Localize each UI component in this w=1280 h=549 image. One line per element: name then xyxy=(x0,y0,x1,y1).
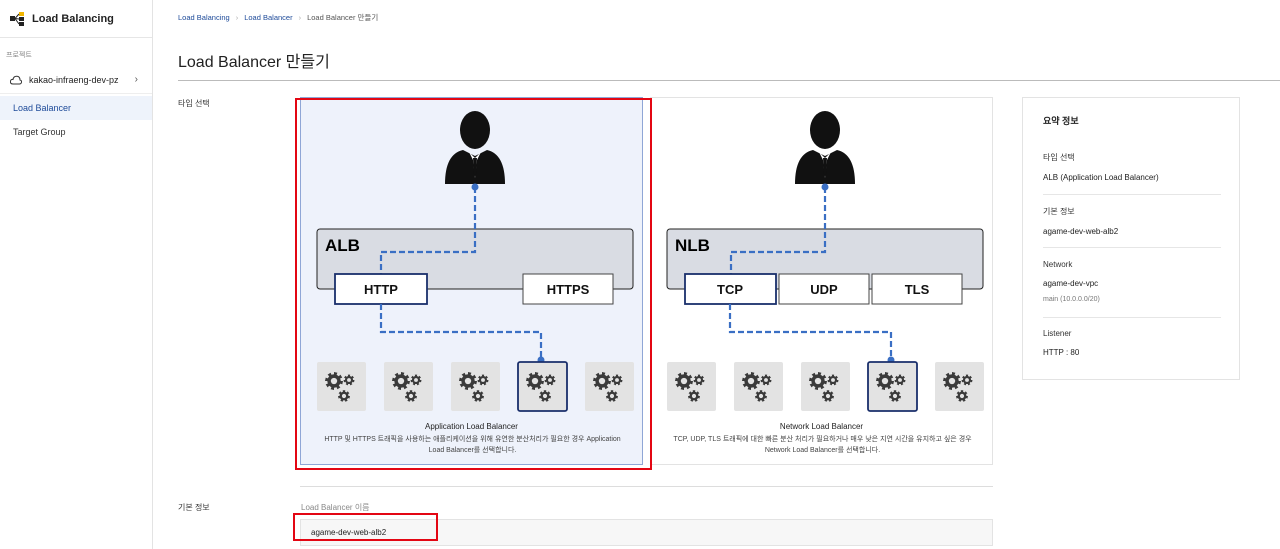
sidebar: Load Balancing 프로젝트 kakao-infraeng-dev-p… xyxy=(0,0,153,549)
summary-type: 타입 선택 ALB (Application Load Balancer) xyxy=(1043,152,1221,182)
summary-divider xyxy=(1043,194,1221,195)
title-divider xyxy=(178,80,1280,81)
gears-icon xyxy=(935,362,984,411)
breadcrumb-load-balancer[interactable]: Load Balancer xyxy=(244,13,293,22)
project-name: kakao-infraeng-dev-pz xyxy=(29,74,119,85)
breadcrumb-load-balancing[interactable]: Load Balancing xyxy=(178,13,230,22)
gears-icon xyxy=(317,362,366,411)
alb-description-line: Load Balancer를 선택합니다. xyxy=(428,447,517,454)
summary-key: 기본 정보 xyxy=(1043,207,1075,216)
nlb-type-card[interactable]: NLB TCP UDP TLS Network Load Balancer TC… xyxy=(650,97,993,465)
gears-icon xyxy=(867,361,918,412)
gears-icon xyxy=(667,362,716,411)
highlight-box xyxy=(295,98,652,470)
section-divider xyxy=(300,486,993,487)
summary-key: 타입 선택 xyxy=(1043,153,1075,162)
nlb-protocol-tls: TLS xyxy=(905,282,930,297)
type-section-label: 타입 선택 xyxy=(178,99,210,108)
summary-value: HTTP : 80 xyxy=(1043,348,1080,357)
chevron-right-icon: › xyxy=(134,74,138,85)
highlight-box xyxy=(293,513,438,541)
gears-icon xyxy=(451,362,500,411)
load-balancing-icon xyxy=(10,11,24,26)
nlb-description: TCP, UDP, TLS 트래픽에 대한 빠른 분산 처리가 필요하거나 매우… xyxy=(665,434,980,456)
user-icon xyxy=(445,111,505,184)
lb-name-label: Load Balancer 이름 xyxy=(301,503,370,512)
main-content: Load Balancing › Load Balancer › Load Ba… xyxy=(154,0,1280,549)
nlb-protocol-udp: UDP xyxy=(810,282,838,297)
nlb-description-line: Network Load Balancer를 선택합니다. xyxy=(764,447,881,454)
summary-title: 요약 정보 xyxy=(1043,116,1079,126)
summary-key: Listener xyxy=(1043,329,1072,338)
nlb-badge: NLB xyxy=(675,236,710,255)
project-selector[interactable]: kakao-infraeng-dev-pz › xyxy=(0,66,152,94)
gears-icon xyxy=(801,362,850,411)
alb-description-line: HTTP 및 HTTPS 트래픽을 사용하는 애플리케이션을 위해 유연한 분산… xyxy=(324,436,621,443)
basic-section-label: 기본 정보 xyxy=(178,503,210,512)
gears-icon xyxy=(585,362,634,411)
summary-value: agame-dev-vpc xyxy=(1043,279,1099,288)
gears-icon xyxy=(517,361,568,412)
sidebar-brand[interactable]: Load Balancing xyxy=(0,0,152,38)
summary-network: Network agame-dev-vpc main (10.0.0.0/20) xyxy=(1043,260,1221,303)
alb-description: HTTP 및 HTTPS 트래픽을 사용하는 애플리케이션을 위해 유연한 분산… xyxy=(315,434,630,456)
alb-type-card[interactable]: ALB HTTP HTTPS Application Load Balancer… xyxy=(300,97,643,465)
nlb-description-line: TCP, UDP, TLS 트래픽에 대한 빠른 분산 처리가 필요하거나 매우… xyxy=(673,436,972,443)
nlb-protocol-tcp: TCP xyxy=(717,282,743,297)
summary-basic: 기본 정보 agame-dev-web-alb2 xyxy=(1043,206,1221,236)
breadcrumb: Load Balancing › Load Balancer › Load Ba… xyxy=(178,12,378,23)
alb-name: Application Load Balancer xyxy=(425,422,518,431)
sidebar-item-target-group[interactable]: Target Group xyxy=(13,127,66,137)
summary-panel: 요약 정보 타입 선택 ALB (Application Load Balanc… xyxy=(1022,97,1240,380)
summary-key: Network xyxy=(1043,260,1073,269)
nlb-diagram: NLB TCP UDP TLS xyxy=(666,111,984,412)
alb-protocol-http: HTTP xyxy=(364,282,398,297)
summary-value: agame-dev-web-alb2 xyxy=(1043,227,1119,236)
alb-badge: ALB xyxy=(325,236,360,255)
summary-divider xyxy=(1043,247,1221,248)
page-title: Load Balancer 만들기 xyxy=(178,54,330,71)
gears-icon xyxy=(734,362,783,411)
project-label: 프로젝트 xyxy=(6,52,32,59)
alb-diagram: ALB HTTP HTTPS xyxy=(316,111,634,412)
summary-subvalue: main (10.0.0.0/20) xyxy=(1043,296,1100,303)
summary-value: ALB (Application Load Balancer) xyxy=(1043,173,1159,182)
sidebar-item-load-balancer[interactable]: Load Balancer xyxy=(0,96,152,120)
gears-icon xyxy=(384,362,433,411)
lb-name-input[interactable] xyxy=(300,519,993,546)
cloud-icon xyxy=(10,75,22,84)
nlb-name: Network Load Balancer xyxy=(779,422,864,431)
sidebar-title: Load Balancing xyxy=(32,12,114,25)
breadcrumb-current: Load Balancer 만들기 xyxy=(307,13,379,22)
summary-divider xyxy=(1043,317,1221,318)
user-icon xyxy=(795,111,855,184)
breadcrumb-separator: › xyxy=(298,13,302,22)
summary-listener: Listener HTTP : 80 xyxy=(1043,329,1221,357)
breadcrumb-separator: › xyxy=(235,13,239,22)
alb-protocol-https: HTTPS xyxy=(547,282,590,297)
